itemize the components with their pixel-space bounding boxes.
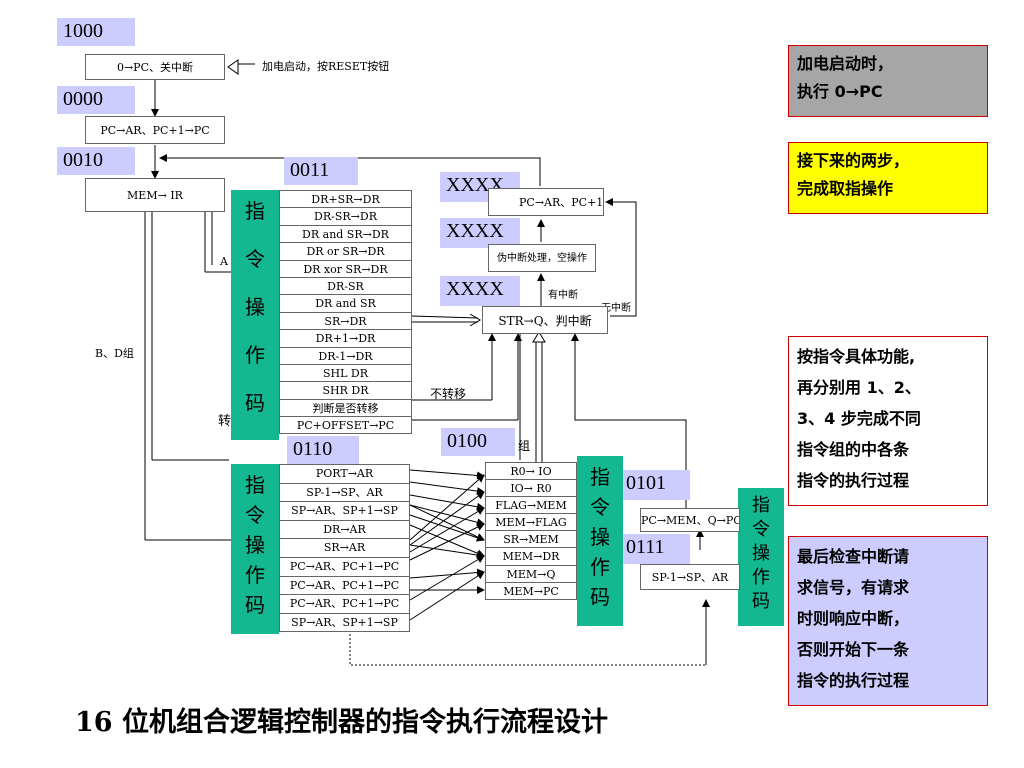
note-execute: 按指令具体功能,再分别用 1、2、3、4 步完成不同指令组的中各条指令的执行过程	[788, 336, 988, 506]
table-row: IO→ R0	[486, 480, 576, 498]
state-xxxx-3: XXXX	[440, 276, 520, 306]
table-row: 判断是否转移	[280, 400, 411, 418]
label-zhuan: 转	[218, 414, 232, 429]
box-str-check: STR→Q、判中断	[482, 306, 608, 334]
table-row: SR→DR	[280, 313, 411, 331]
box-pc-mem: PC→MEM、Q→PC	[640, 508, 740, 532]
page-title: 16 位机组合逻辑控制器的指令执行流程设计	[75, 707, 608, 738]
reset-label: 加电启动，按RESET按钮	[262, 60, 390, 73]
table-row: DR+1→DR	[280, 330, 411, 348]
note-power-on: 加电启动时，执行 0→PC	[788, 45, 988, 117]
table-row: SHL DR	[280, 365, 411, 383]
label-zu: 组	[518, 439, 531, 453]
note-interrupt: 最后检查中断请求信号，有请求时则响应中断，否则开始下一条指令的执行过程	[788, 536, 988, 706]
table-row: SP→AR、SP+1→SP	[280, 502, 409, 521]
table-row: SR→AR	[280, 539, 409, 558]
opcode-bar-4: 指令操作码	[738, 488, 784, 626]
table-row: PC→AR、PC+1→PC	[280, 595, 409, 614]
label-a: A	[220, 255, 228, 268]
table-row: MEM→DR	[486, 548, 576, 566]
table-row: SP→AR、SP+1→SP	[291, 615, 398, 629]
label-bd-group: B、D组	[95, 347, 134, 360]
box-reset-pc: 0→PC、关中断	[85, 54, 225, 80]
box-fetch: PC→AR、PC+1→PC	[488, 188, 604, 216]
label-no-jump: 不转移	[430, 387, 467, 401]
state-0010: 0010	[57, 147, 135, 175]
table-row: DR and SR→DR	[280, 226, 411, 244]
table-row: DR xor SR→DR	[280, 261, 411, 278]
table-row: DR or SR→DR	[280, 243, 411, 261]
box-pseudo-interrupt: 伪中断处理，空操作	[488, 244, 596, 272]
table-row: PC→AR、PC+1→PC	[280, 577, 409, 596]
table-row: PC+OFFSET→PC	[296, 419, 395, 433]
table-row: MEM→PC	[503, 584, 559, 598]
state-xxxx-2: XXXX	[440, 218, 520, 248]
group2-table: PORT→AR SP-1→SP、AR SP→AR、SP+1→SP DR→AR S…	[279, 464, 410, 632]
table-row: DR→AR	[280, 521, 409, 540]
opcode-bar-2: 指令操作码	[231, 464, 279, 634]
state-0000: 0000	[57, 86, 135, 114]
table-row: PC→AR、PC+1→PC	[280, 558, 409, 577]
box-pc-ar: PC→AR、PC+1→PC	[85, 116, 225, 144]
table-row: SHR DR	[280, 382, 411, 400]
table-row: R0→ IO	[486, 463, 576, 481]
group3-table: R0→ IO IO→ R0 FLAG→MEM MEM→FLAG SR→MEM M…	[485, 462, 577, 600]
box-sp-minus: SP-1→SP、AR	[640, 564, 740, 590]
table-row: SR→MEM	[486, 531, 576, 549]
table-row: MEM→FLAG	[486, 514, 576, 532]
state-0110: 0110	[287, 436, 359, 464]
table-row: DR-SR→DR	[280, 208, 411, 226]
opcode-bar-3: 指令操作码	[577, 456, 623, 626]
state-0101: 0101	[620, 470, 690, 500]
table-row: DR-1→DR	[280, 348, 411, 365]
table-row: FLAG→MEM	[486, 497, 576, 515]
table-row: DR-SR	[280, 278, 411, 296]
state-1000: 1000	[57, 18, 135, 46]
state-0100: 0100	[441, 428, 515, 456]
table-row: SP-1→SP、AR	[280, 484, 409, 503]
opcode-bar-1: 指令操作码	[231, 190, 279, 440]
label-no-interrupt: 无中断	[601, 303, 631, 314]
state-0111: 0111	[620, 534, 690, 564]
label-has-interrupt: 有中断	[548, 290, 578, 301]
table-row: MEM→Q	[486, 566, 576, 583]
table-row: PORT→AR	[280, 465, 409, 484]
table-row: DR and SR	[280, 295, 411, 313]
note-fetch: 接下来的两步，完成取指操作	[788, 142, 988, 214]
state-0011: 0011	[284, 157, 358, 185]
box-mem-ir: MEM→ IR	[85, 178, 225, 212]
group1-table: DR+SR→DR DR-SR→DR DR and SR→DR DR or SR→…	[279, 190, 412, 434]
table-row: DR+SR→DR	[280, 191, 411, 209]
